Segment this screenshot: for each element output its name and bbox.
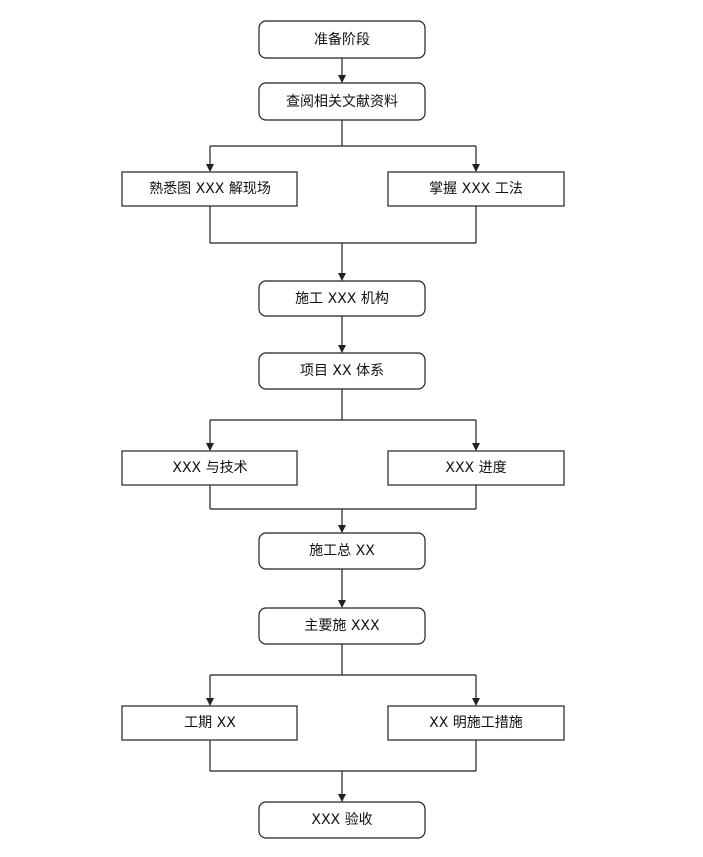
node-label-n10: XXX 验收 xyxy=(311,812,372,828)
node-label-n6b: XXX 进度 xyxy=(445,460,506,476)
node-label-n3a: 熟悉图 XXX 解现场 xyxy=(149,181,271,197)
node-box-n9a: 工期 XX xyxy=(121,705,298,741)
connectors xyxy=(206,58,480,802)
node-box-n8: 主要施 XXX xyxy=(258,607,426,645)
node-box-n2: 查阅相关文献资料 xyxy=(258,82,426,121)
node-label-n1: 准备阶段 xyxy=(314,31,370,48)
node-box-n10: XXX 验收 xyxy=(258,801,426,839)
node-box-n6a: XXX 与技术 xyxy=(121,450,298,486)
node-label-n2: 查阅相关文献资料 xyxy=(286,94,398,110)
node-box-n3a: 熟悉图 XXX 解现场 xyxy=(121,171,298,207)
node-label-n3b: 掌握 XXX 工法 xyxy=(429,181,523,197)
node-box-n6b: XXX 进度 xyxy=(387,450,565,486)
node-box-n5: 项目 XX 体系 xyxy=(258,352,426,390)
node-box-n7: 施工总 XX xyxy=(258,532,426,570)
node-label-n9a: 工期 XX xyxy=(184,715,236,731)
node-label-n8: 主要施 XXX xyxy=(304,618,380,634)
node-box-n4: 施工 XXX 机构 xyxy=(258,280,426,317)
node-label-n7: 施工总 XX xyxy=(309,543,375,559)
node-box-n9b: XX 明施工措施 xyxy=(387,705,565,741)
node-label-n9b: XX 明施工措施 xyxy=(429,715,523,731)
node-label-n4: 施工 XXX 机构 xyxy=(295,291,389,307)
node-label-n5: 项目 XX 体系 xyxy=(300,363,384,379)
node-label-n6a: XXX 与技术 xyxy=(172,460,247,476)
node-box-n3b: 掌握 XXX 工法 xyxy=(387,171,565,207)
node-box-n1: 准备阶段 xyxy=(258,20,426,59)
